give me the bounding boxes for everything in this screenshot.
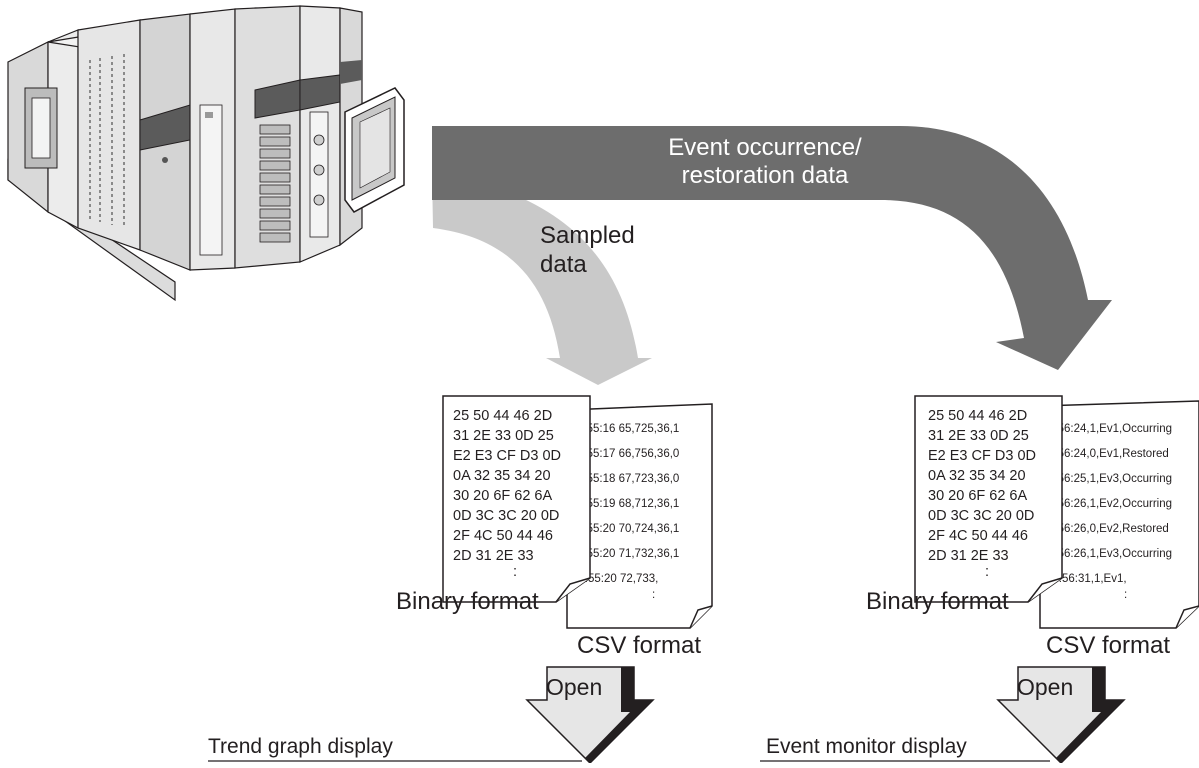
csv-line: 7:56:24,1,Ev1,Occurring [1048,423,1172,435]
left-binary-format-label: Binary format [396,588,539,615]
csv-line: 7:56:26,1,Ev2,Occurring [1048,498,1172,510]
trend-graph-display-heading: Trend graph display [208,735,582,762]
trend-graph-display-label: Trend graph display [208,735,393,758]
csv-line: 18:55:20 72,733, [572,573,658,585]
left-open-arrow [525,666,655,765]
binary-line: 25 50 44 46 2D [928,408,1027,424]
sampled-data-arrow [432,172,652,385]
binary-line: 0D 3C 3C 20 0D [453,508,559,524]
binary-line: 25 50 44 46 2D [453,408,552,424]
memory-card-icon [344,87,405,213]
binary-line: : [513,564,517,580]
right-csv-file: 7:56:24,1,Ev1,Occurring 7:56:24,0,Ev1,Re… [1039,400,1199,629]
binary-line: 2F 4C 50 44 46 [928,528,1028,544]
binary-line: 2F 4C 50 44 46 [453,528,553,544]
binary-line: 0A 32 35 34 20 [928,468,1026,484]
sampled-arrow-label-line2: data [540,251,587,278]
binary-line: 2D 31 2E 33 [453,548,534,564]
csv-line: 7:56:26,1,Ev3,Occurring [1048,548,1172,560]
binary-line: E2 E3 CF D3 0D [928,448,1036,464]
right-binary-file: 25 50 44 46 2D 31 2E 33 0D 25 E2 E3 CF D… [914,395,1063,603]
event-arrow-label-line2: restoration data [682,162,849,189]
csv-line: 7:56:24,0,Ev1,Restored [1048,448,1169,460]
event-arrow-label-line1: Event occurrence/ [668,134,862,161]
left-open-label: Open [546,674,602,700]
right-open-arrow [996,666,1126,765]
csv-line: 17:56:31,1,Ev1, [1046,573,1127,585]
csv-line: 8:55:19 68,712,36,1 [577,498,679,510]
csv-line: 8:55:20 70,724,36,1 [577,523,679,535]
right-open-label: Open [1017,674,1073,700]
event-monitor-display-heading: Event monitor display [760,735,1050,762]
csv-line: 8:55:20 71,732,36,1 [577,548,679,560]
plc-module-illustration [7,5,405,302]
left-csv-format-label: CSV format [577,632,701,659]
binary-line: 2D 31 2E 33 [928,548,1009,564]
csv-line: 8:55:16 65,725,36,1 [577,423,679,435]
left-csv-lines: 8:55:16 65,725,36,1 8:55:17 66,756,36,0 … [572,423,679,601]
csv-line: 8:55:18 67,723,36,0 [577,473,679,485]
right-csv-format-label: CSV format [1046,632,1170,659]
left-csv-file: 8:55:16 65,725,36,1 8:55:17 66,756,36,0 … [566,403,713,629]
binary-line: 31 2E 33 0D 25 [928,428,1029,444]
csv-line: : [1124,589,1127,601]
event-monitor-display-label: Event monitor display [766,735,967,758]
sampled-arrow-label-line1: Sampled [540,222,635,249]
binary-line: 0A 32 35 34 20 [453,468,551,484]
csv-line: : [652,589,655,601]
event-data-arrow [432,126,1112,370]
right-binary-format-label: Binary format [866,588,1009,615]
left-binary-file: 25 50 44 46 2D 31 2E 33 0D 25 E2 E3 CF D… [442,395,591,603]
binary-line: : [985,564,989,580]
csv-line: 7:56:26,0,Ev2,Restored [1048,523,1169,535]
csv-line: 7:56:25,1,Ev3,Occurring [1048,473,1172,485]
binary-line: 30 20 6F 62 6A [453,488,552,504]
binary-line: 0D 3C 3C 20 0D [928,508,1034,524]
binary-line: E2 E3 CF D3 0D [453,448,561,464]
binary-line: 31 2E 33 0D 25 [453,428,554,444]
binary-line: 30 20 6F 62 6A [928,488,1027,504]
csv-line: 8:55:17 66,756,36,0 [577,448,679,460]
